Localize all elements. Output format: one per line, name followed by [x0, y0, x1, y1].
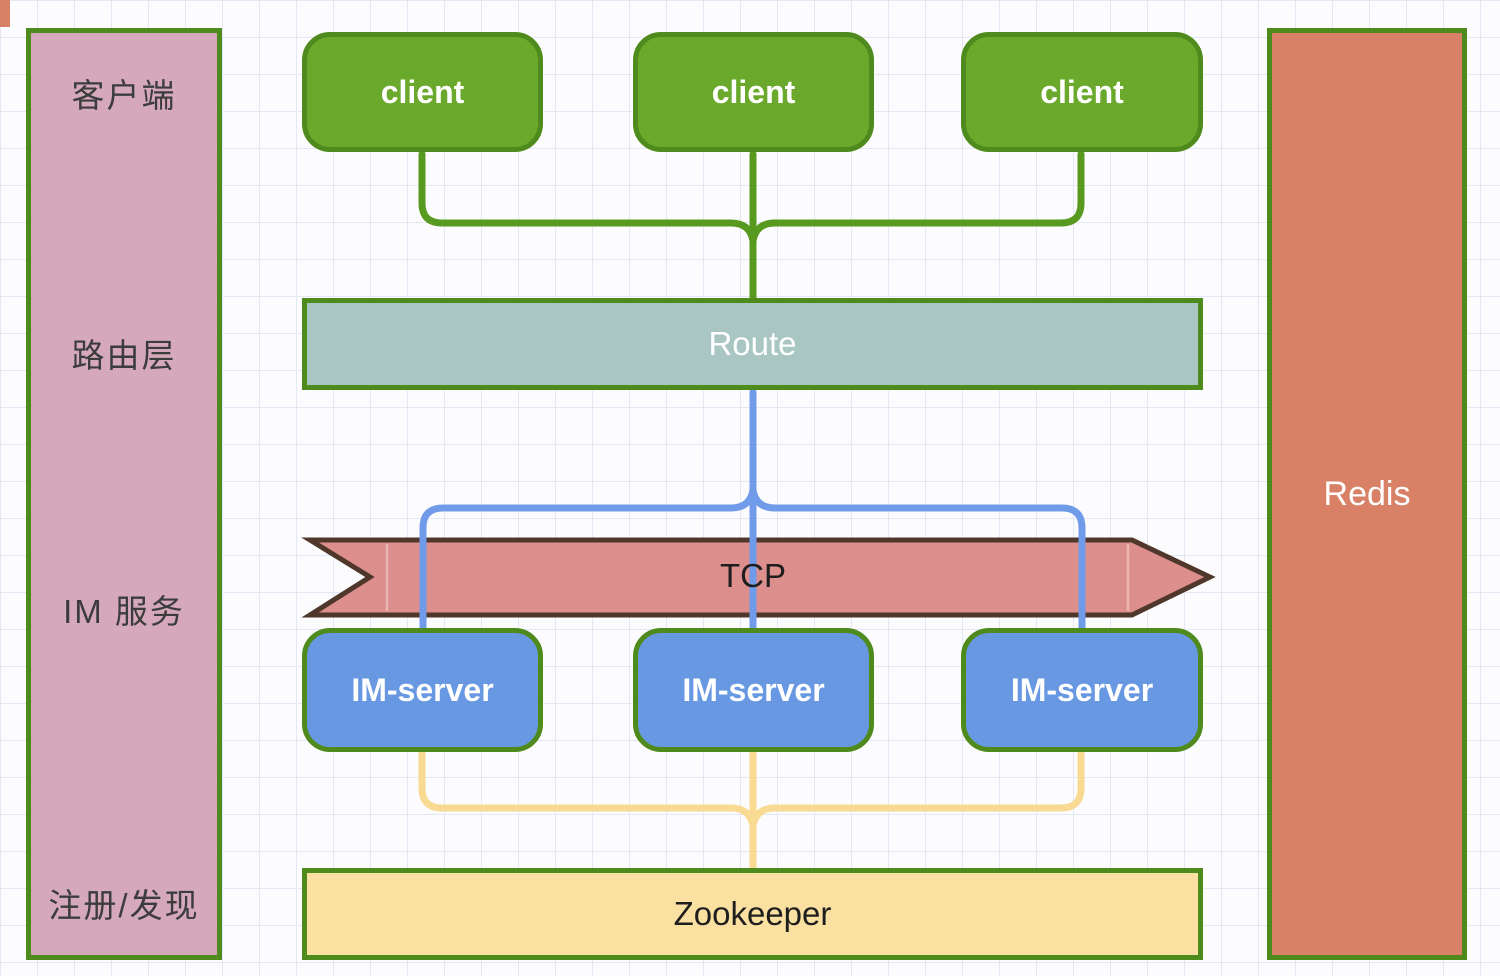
layer-label-routing: 路由层	[71, 337, 177, 374]
cropped-red-fragment	[0, 0, 10, 27]
layer-sidebar: 客户端 路由层 IM 服务 注册/发现	[26, 28, 222, 960]
route-node: Route	[302, 298, 1203, 390]
client-node-2: client	[633, 32, 874, 152]
layer-label-clients: 客户端	[71, 77, 177, 114]
layer-label-registry: 注册/发现	[48, 887, 200, 924]
client-node-1: client	[302, 32, 543, 152]
im-server-node-1: IM-server	[302, 628, 543, 752]
redis-node: Redis	[1267, 28, 1467, 960]
zookeeper-node: Zookeeper	[302, 868, 1203, 960]
imserver3-zookeeper-link	[749, 748, 1085, 830]
tcp-label: TCP	[720, 557, 786, 594]
client3-route-link	[749, 150, 1085, 245]
layer-label-im-service: IM 服务	[63, 593, 185, 630]
imserver1-zookeeper-link	[418, 748, 757, 830]
im-server-node-2: IM-server	[633, 628, 874, 752]
client1-route-link	[418, 150, 757, 245]
client-node-3: client	[961, 32, 1203, 152]
im-server-node-3: IM-server	[961, 628, 1203, 752]
